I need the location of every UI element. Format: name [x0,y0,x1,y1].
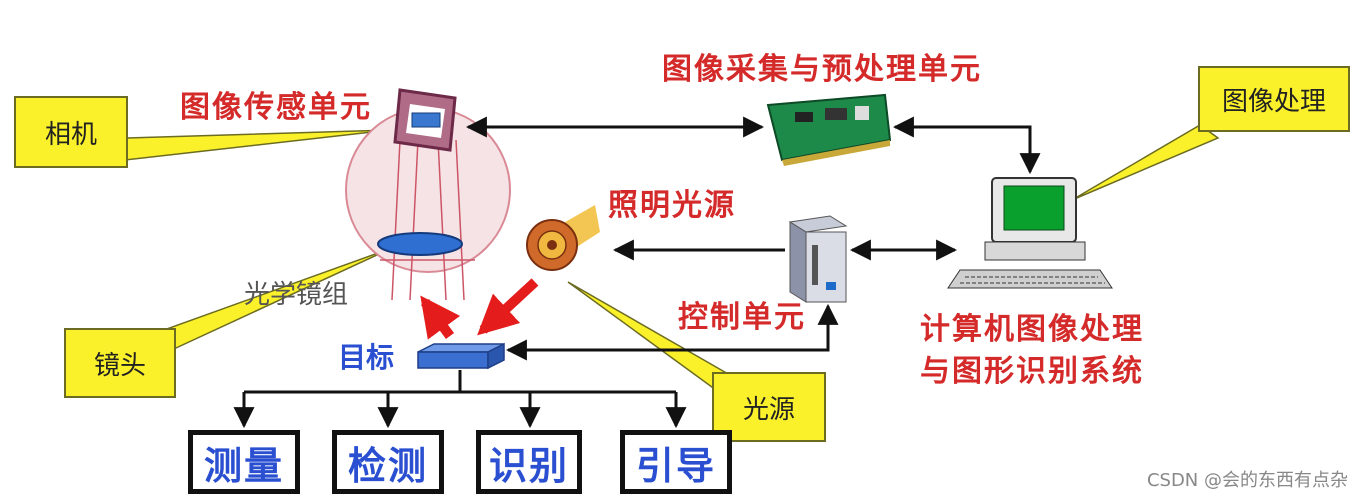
target-block [417,342,505,370]
callout-light-source: 光源 [712,372,826,442]
control-to-target-arrow [505,303,839,361]
callout-image-processing: 图像处理 [1198,66,1350,132]
card-to-computer-arrow [892,116,1041,175]
watermark: CSDN @会的东西有点杂 [1146,470,1348,491]
output-inspection: 检测 [332,430,444,494]
lens-disc [377,232,463,256]
reflect-arrow [420,295,461,340]
acquisition-card [766,93,892,166]
sensor-chip [411,112,441,128]
computer-device [947,177,1113,289]
label-optical-lens-group: 光学镜组 [244,280,349,310]
light-source-device [526,205,600,271]
illumination-arrow [477,278,539,336]
output-measurement: 测量 [188,430,300,494]
label-system-line1: 计算机图像处理 [920,312,1144,347]
image-processing-pointer [1071,124,1220,201]
label-control-unit: 控制单元 [678,300,806,335]
label-acquisition-unit: 图像采集与预处理单元 [662,52,982,87]
label-image-sensor-unit: 图像传感单元 [180,90,372,125]
connection-arrows [233,116,1041,429]
output-recognition: 识别 [476,430,582,494]
label-illumination-source: 照明光源 [608,188,736,223]
label-system-line2: 与图形识别系统 [920,354,1144,389]
callout-camera: 相机 [14,96,128,168]
control-unit-device [788,215,848,303]
optical-assembly [345,88,511,301]
callout-lens: 镜头 [64,328,176,398]
label-target: 目标 [338,341,395,374]
camera-pointer [124,129,391,161]
output-guidance: 引导 [620,430,732,494]
